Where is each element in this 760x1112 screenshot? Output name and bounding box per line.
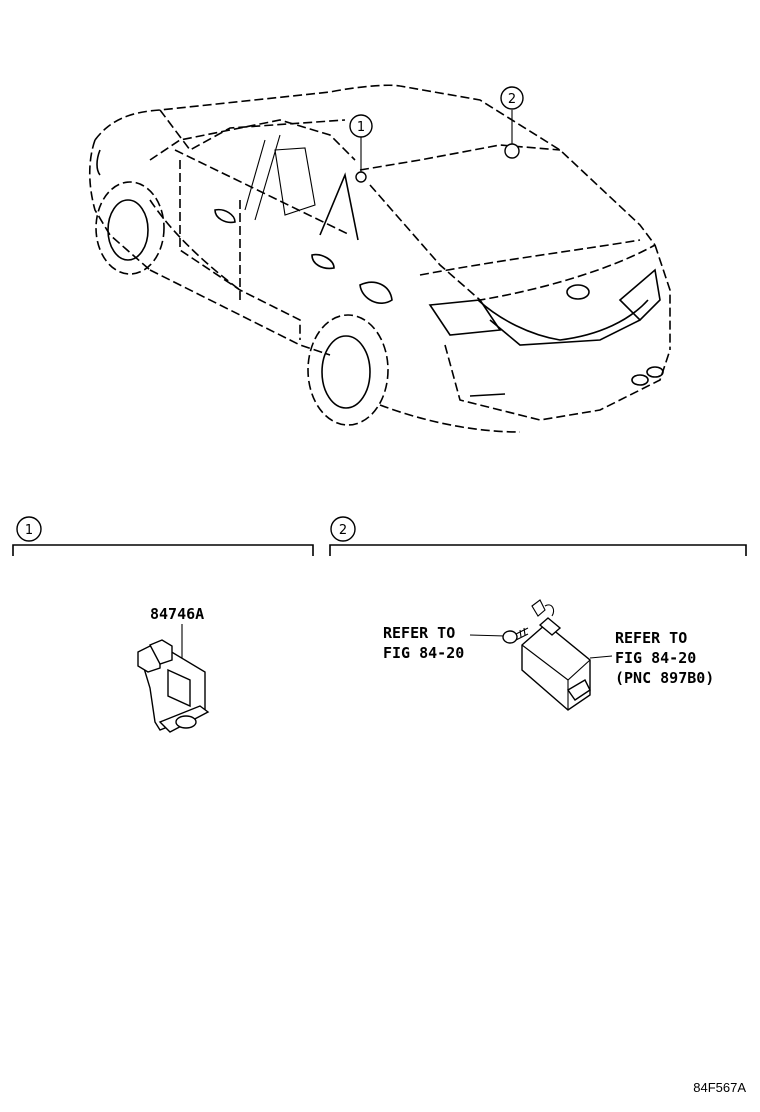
location-marker-2 [504,143,520,159]
refer-left-line-1: REFER TO [383,624,455,642]
svg-text:2: 2 [339,523,347,538]
refer-right-line-3: (PNC 897B0) [615,669,714,687]
refer-right-line-1: REFER TO [615,629,687,647]
figure-code: 84F567A [693,1080,746,1095]
location-marker-1 [355,171,367,183]
section-1: 1 84746A [12,516,314,733]
svg-text:2: 2 [508,92,516,107]
bolt-part [502,627,529,644]
refer-right-line-2: FIG 84-20 [615,649,696,667]
front-wheel [95,181,165,275]
section-2: 2 REFER TO FIG 84-20 REFER TO FIG 84-20 … [329,516,747,711]
module-part [521,599,591,711]
svg-text:1: 1 [357,120,365,135]
section-2-callout: 2 [330,516,356,542]
svg-text:1: 1 [25,523,33,538]
refer-left-line-2: FIG 84-20 [383,644,464,662]
car-illustration [89,84,671,433]
callout-1-car: 1 [349,114,373,138]
connector-part [137,639,210,733]
callout-2-car: 2 [500,86,524,110]
section-1-callout: 1 [16,516,42,542]
section-2-bracket [329,544,747,556]
rear-wheel [307,314,389,426]
part-number-84746A: 84746A [150,605,204,623]
section-1-bracket [12,544,314,556]
